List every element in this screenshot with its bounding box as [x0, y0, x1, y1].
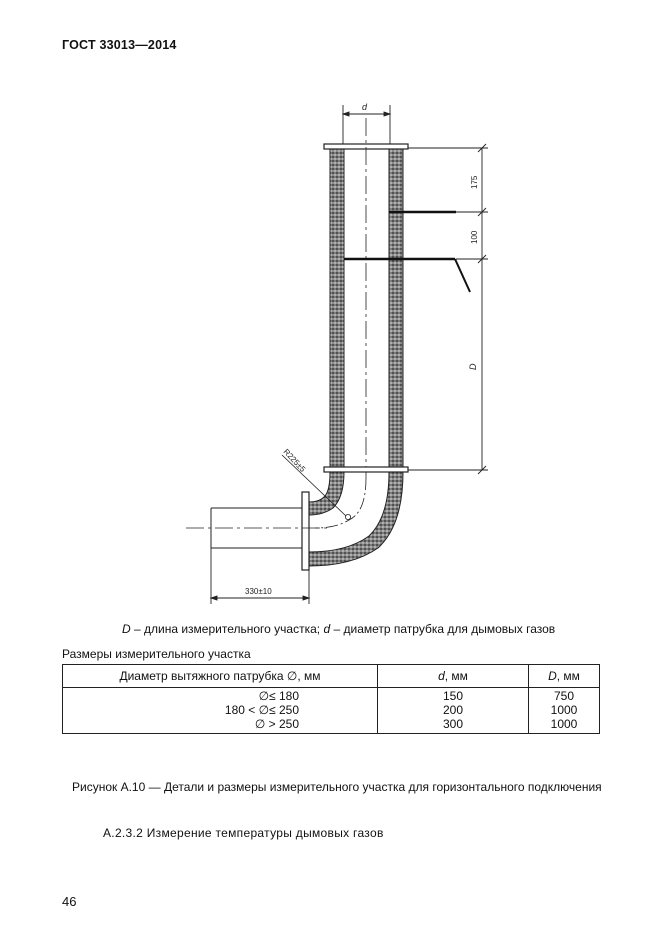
d-value-3: 300	[442, 717, 464, 731]
middle-flange	[323, 466, 409, 473]
cell-D-values: 750 1000 1000	[528, 687, 600, 734]
header-D-symbol: D	[548, 669, 557, 683]
legend-D-symbol: D	[122, 622, 131, 636]
label-D: D	[468, 363, 478, 370]
dimensions-table: Диаметр вытяжного патрубка ∅, мм d, мм D…	[62, 664, 600, 734]
label-d-top: d	[362, 102, 368, 112]
figure-caption: Рисунок А.10 — Детали и размеры измерите…	[72, 780, 602, 794]
d-value-2: 200	[442, 703, 464, 717]
header-d-unit: , мм	[444, 669, 468, 683]
header-D: D, мм	[528, 664, 600, 688]
diameter-1: ∅≤ 180	[258, 689, 299, 703]
probes	[344, 210, 471, 293]
diameter-3: ∅ > 250	[254, 717, 299, 731]
D-value-3: 1000	[550, 717, 578, 731]
elbow-centerline	[281, 454, 367, 529]
right-dimension-chain	[408, 143, 488, 475]
diameter-2: 180 < ∅≤ 250	[224, 703, 299, 717]
header-d: d, мм	[377, 664, 529, 688]
section-heading: А.2.3.2 Измерение температуры дымовых га…	[103, 826, 384, 840]
label-radius: R225±5	[282, 447, 308, 474]
measuring-section-drawing: d 175 100 D R225±5	[186, 102, 488, 604]
cell-d-values: 150 200 300	[377, 687, 529, 734]
d-value-1: 150	[442, 689, 464, 703]
D-value-2: 1000	[550, 703, 578, 717]
cell-diameters: ∅≤ 180 180 < ∅≤ 250 ∅ > 250	[62, 687, 378, 734]
side-flange	[301, 491, 310, 571]
table-header-row: Диаметр вытяжного патрубка ∅, мм d, мм D…	[62, 664, 600, 688]
table-row: ∅≤ 180 180 < ∅≤ 250 ∅ > 250 150 200 300 …	[62, 687, 600, 734]
bottom-dimension	[209, 548, 311, 604]
elbow	[308, 471, 404, 567]
vertical-pipe	[329, 148, 404, 468]
header-diameter: Диаметр вытяжного патрубка ∅, мм	[62, 664, 378, 688]
table-title: Размеры измерительного участка	[62, 647, 251, 661]
top-dimension-d	[341, 105, 392, 145]
D-value-1: 750	[553, 689, 575, 703]
label-100: 100	[470, 230, 479, 244]
legend-D-text: – длина измерительного участка;	[130, 622, 324, 636]
figure-legend: D – длина измерительного участка; d – ди…	[122, 622, 555, 636]
label-length: 330±10	[245, 587, 272, 596]
legend-d-text: – диаметр патрубка для дымовых газов	[330, 622, 556, 636]
legend-d-symbol: d	[323, 622, 331, 636]
document-header: ГОСТ 33013—2014	[62, 38, 177, 52]
page-number: 46	[62, 894, 77, 909]
header-d-symbol: d	[438, 669, 445, 683]
header-D-unit: , мм	[556, 669, 580, 683]
label-175: 175	[470, 175, 479, 189]
